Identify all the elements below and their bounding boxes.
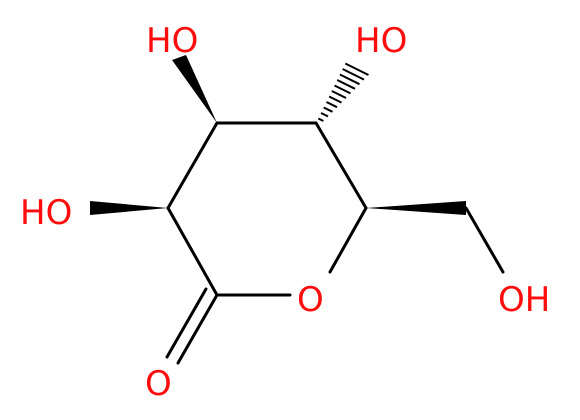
hashed-wedge-bond-c3-oh xyxy=(317,62,369,122)
bond-c5-c6 xyxy=(166,206,219,297)
hydroxyl-label-top-right: HO xyxy=(355,21,407,61)
wedge-bond-c2-ch2 xyxy=(366,201,466,215)
hydroxyl-label-top-left: HO xyxy=(146,21,198,61)
wedge-bond-c4-oh xyxy=(172,55,217,123)
bond-c3-c2 xyxy=(314,121,368,210)
carbonyl-bond-line-2 xyxy=(165,287,208,359)
ring-oxygen-label: O xyxy=(297,280,324,320)
bond-layer xyxy=(165,121,505,365)
bond-c4-c5 xyxy=(166,121,219,210)
wedge-bond-c5-oh xyxy=(90,201,168,215)
atom-label-layer: HO HO HO OH O O xyxy=(20,21,550,404)
hydroxyl-label-right: OH xyxy=(498,280,550,320)
carbonyl-bond-line-1 xyxy=(176,293,219,365)
bond-c2-ring-oxygen xyxy=(328,206,368,274)
bond-ch2-oh xyxy=(464,206,505,274)
carbonyl-oxygen-label: O xyxy=(145,364,172,404)
stereo-bond-layer xyxy=(90,55,466,215)
hydroxyl-label-left: HO xyxy=(20,193,72,233)
